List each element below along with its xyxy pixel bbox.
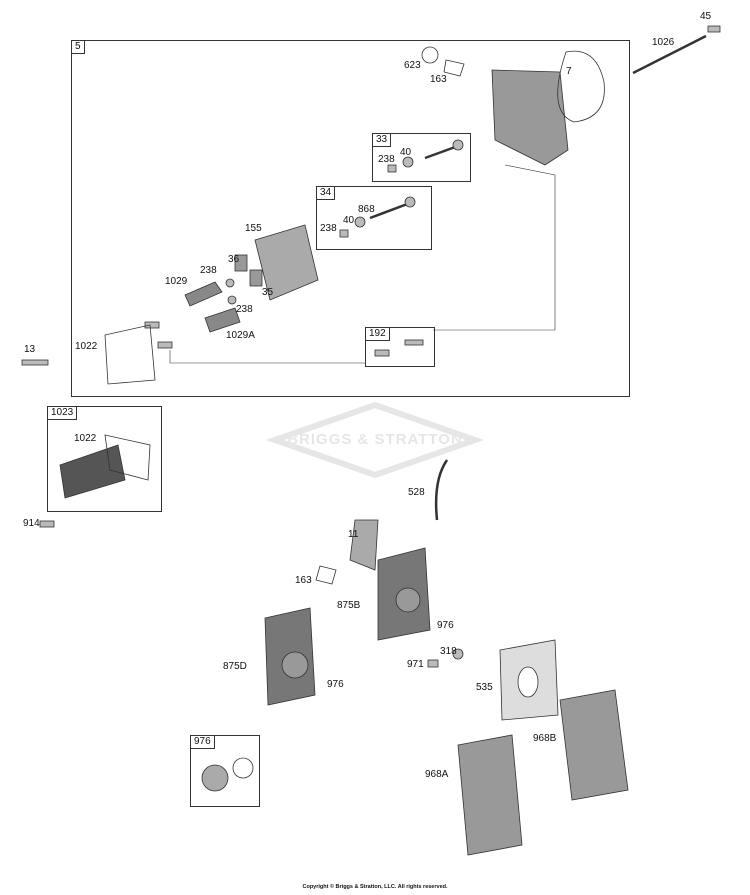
callout-1026: 1026 (652, 37, 675, 48)
group-976-label: 976 (190, 735, 215, 749)
callout-1022: 1022 (75, 341, 98, 352)
callout-623: 623 (404, 60, 421, 71)
callout-318: 318 (440, 646, 457, 657)
gasket-623 (421, 46, 439, 64)
callout-1022: 1022 (74, 433, 97, 444)
seal-238 (387, 164, 397, 173)
valve-cover-1023 (59, 444, 126, 499)
rocker-arm-1029a (204, 307, 241, 333)
group-33-label: 33 (372, 133, 392, 147)
group-34-frame (316, 186, 432, 250)
gasket-1022 (104, 324, 156, 385)
pushrod-1026 (632, 34, 707, 75)
gasket-163b (315, 565, 337, 585)
rocker-arm-1029 (184, 281, 223, 307)
callout-875d: 875D (223, 661, 247, 672)
callout-968b: 968B (533, 733, 557, 744)
watermark-diamond (265, 401, 485, 479)
group-34-label: 34 (316, 186, 336, 200)
screw-914 (39, 520, 55, 528)
callout-163: 163 (430, 74, 447, 85)
spring-36 (234, 254, 248, 272)
group-5-frame (71, 40, 630, 397)
callout-40: 40 (343, 215, 355, 226)
callout-535: 535 (476, 682, 493, 693)
callout-968a: 968A (425, 769, 449, 780)
nut-318 (452, 648, 464, 660)
group-1023-frame (47, 406, 162, 512)
callout-163: 163 (295, 575, 312, 586)
callout-868: 868 (358, 204, 375, 215)
spring-35 (249, 269, 263, 287)
cylinder-head (491, 69, 569, 166)
callout-40: 40 (400, 147, 412, 158)
callout-238: 238 (320, 223, 337, 234)
callout-1029a: 1029A (226, 330, 255, 341)
callout-1029: 1029 (165, 276, 188, 287)
callout-971: 971 (407, 659, 424, 670)
callout-155: 155 (245, 223, 262, 234)
screw-971 (427, 659, 439, 668)
rocker-cover-155 (254, 224, 319, 301)
gasket-163 (443, 59, 465, 77)
tube-528 (434, 459, 449, 521)
bolt-13 (21, 359, 49, 366)
callout-13: 13 (24, 344, 36, 355)
callout-976: 976 (327, 679, 344, 690)
air-cleaner-cover-968b (559, 689, 629, 801)
callout-11: 11 (348, 529, 359, 540)
group-192-label: 192 (365, 327, 390, 341)
group-5-label: 5 (71, 40, 85, 54)
briggs-stratton-watermark: BRIGGS & STRATTON (287, 431, 463, 448)
air-cleaner-cover-968a (457, 734, 523, 856)
callout-976: 976 (437, 620, 454, 631)
callout-875b: 875B (337, 600, 361, 611)
valve-868 (369, 201, 411, 220)
callout-528: 528 (408, 487, 425, 498)
group-1023-label: 1023 (47, 406, 78, 420)
group-976-frame (190, 735, 260, 807)
copyright-notice: Copyright © Briggs & Stratton, LLC. All … (302, 884, 448, 890)
group-192-frame (365, 327, 435, 367)
callout-914: 914 (23, 518, 40, 529)
valve-33 (424, 144, 459, 160)
retainer-40 (402, 156, 414, 168)
bolt-45 (707, 25, 721, 33)
head-gasket (557, 50, 605, 123)
callout-238: 238 (236, 304, 253, 315)
gasket-1022b (104, 434, 151, 481)
elbow-11 (349, 519, 379, 571)
callout-36: 36 (228, 254, 240, 265)
callout-35: 35 (262, 287, 274, 298)
stud-192 (374, 349, 390, 357)
callout-45: 45 (700, 11, 712, 22)
callout-238: 238 (378, 154, 395, 165)
callout-238: 238 (200, 265, 217, 276)
callout-7: 7 (566, 66, 572, 77)
rocker-stud (144, 321, 160, 329)
component-976 (201, 764, 229, 792)
group-33-frame (372, 133, 471, 182)
